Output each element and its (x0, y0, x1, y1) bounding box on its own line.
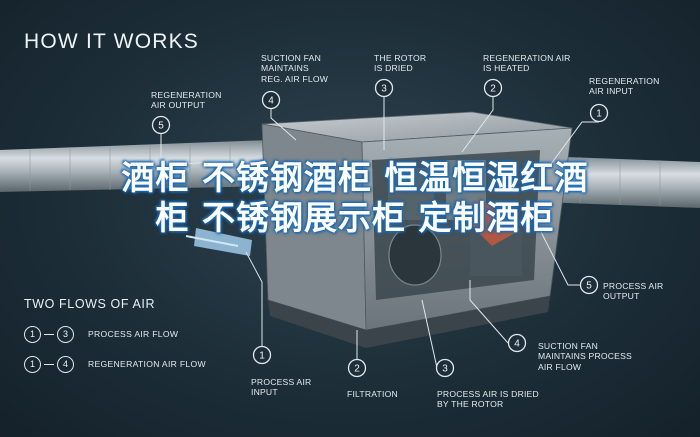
marker-top-5: 5 (151, 115, 171, 135)
legend-dash (44, 363, 54, 365)
svg-text:1: 1 (596, 109, 602, 120)
legend-end-number: 3 (57, 325, 74, 343)
legend-label: PROCESS AIR FLOW (88, 329, 179, 339)
svg-text:3: 3 (442, 364, 448, 375)
callout-suction-fan-reg-air: SUCTION FAN MAINTAINS REG. AIR FLOW (261, 53, 329, 84)
left-duct (0, 140, 272, 192)
marker-top-1: 1 (589, 103, 609, 123)
marker-top-2: 2 (483, 78, 503, 98)
marker-bottom-2: 2 (347, 358, 367, 378)
svg-text:5: 5 (586, 281, 592, 292)
svg-text:4: 4 (268, 96, 274, 107)
marker-bottom-1: 1 (252, 345, 272, 365)
svg-text:1: 1 (259, 351, 265, 362)
marker-bottom-3: 3 (435, 358, 455, 378)
callout-regeneration-air-input: REGENERATION AIR INPUT (589, 76, 660, 97)
svg-text:3: 3 (381, 84, 387, 95)
callout-rotor-dried: THE ROTOR IS DRIED (374, 53, 427, 74)
callout-suction-fan-process-air: SUCTION FAN MAINTAINS PROCESS AIR FLOW (538, 341, 632, 372)
legend-label: REGENERATION AIR FLOW (88, 359, 206, 369)
callout-regeneration-air-output-top: REGENERATION AIR OUTPUT (151, 90, 222, 111)
marker-top-3: 3 (374, 78, 394, 98)
svg-text:4: 4 (514, 339, 520, 350)
callout-filtration: FILTRATION (347, 389, 398, 399)
callout-process-air-input: PROCESS AIR INPUT (251, 377, 312, 398)
dehumidifier-unit (185, 111, 573, 348)
svg-text:5: 5 (158, 121, 164, 132)
legend-start-number: 1 (24, 325, 41, 343)
legend-row-regeneration: 1 4 REGENERATION AIR FLOW (24, 355, 206, 373)
right-duct (540, 156, 700, 208)
marker-right-5: 5 (579, 275, 599, 295)
callout-process-air-output: PROCESS AIR OUTPUT (603, 281, 664, 302)
callout-process-air-dried: PROCESS AIR IS DRIED BY THE ROTOR (437, 389, 539, 410)
marker-right-4: 4 (507, 333, 527, 353)
overlay-banner-text: 酒柜 不锈钢酒柜 恒温恒湿红酒柜 不锈钢展示柜 定制酒柜 (121, 158, 589, 237)
legend-dash (44, 333, 54, 335)
legend-title: TWO FLOWS OF AIR (24, 297, 156, 311)
callout-regeneration-air-heated: REGENERATION AIR IS HEATED (483, 53, 571, 74)
svg-text:2: 2 (354, 364, 360, 375)
legend-row-process: 1 3 PROCESS AIR FLOW (24, 325, 178, 343)
marker-top-4: 4 (261, 90, 281, 110)
svg-text:2: 2 (490, 84, 496, 95)
legend-end-number: 4 (57, 355, 74, 373)
page-title: HOW IT WORKS (24, 30, 200, 53)
legend-start-number: 1 (24, 355, 41, 373)
